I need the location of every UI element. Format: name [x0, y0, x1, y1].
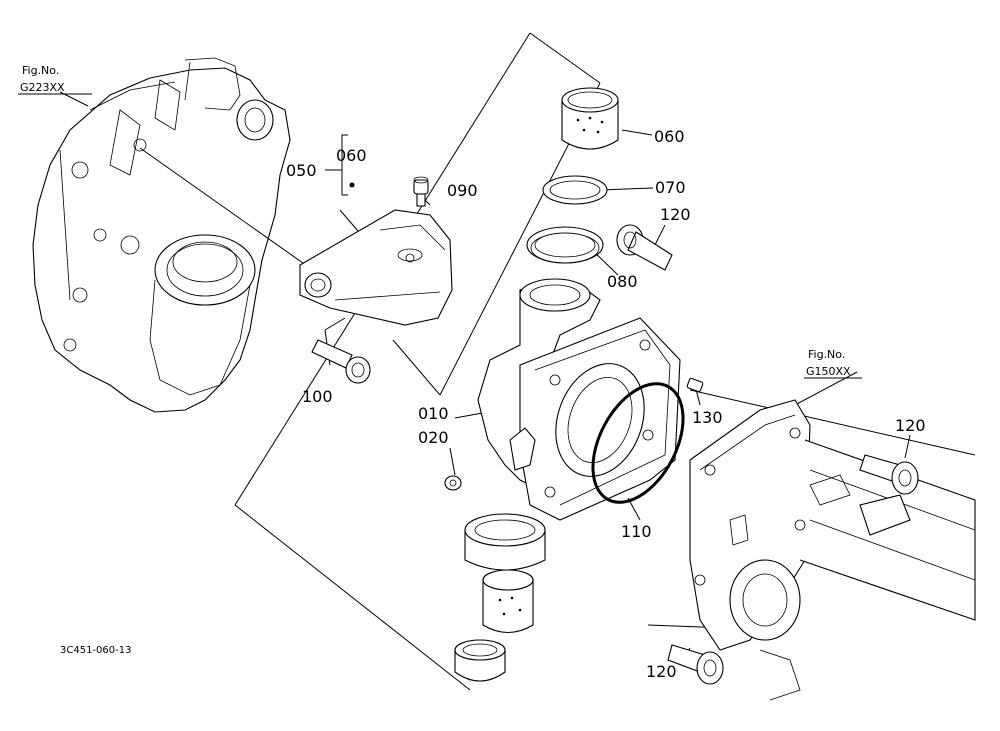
callout-120-bottom: 120	[646, 662, 677, 681]
fig-ref-right-number: G150XX	[806, 365, 851, 378]
bolt-120-top	[616, 224, 673, 271]
seal-080	[526, 226, 604, 264]
callout-130: 130	[692, 408, 723, 427]
callout-090: 090	[447, 181, 478, 200]
document-id: 3C451-060-13	[60, 645, 131, 656]
callout-060-bushing: 060	[654, 127, 685, 146]
lower-seal	[464, 513, 546, 571]
bracket-050-brace	[341, 134, 348, 196]
nut-020	[444, 475, 462, 491]
callout-020: 020	[418, 428, 449, 447]
axle-housing	[689, 399, 976, 701]
bracket-050	[299, 182, 453, 326]
callout-110: 110	[621, 522, 652, 541]
grease-nipple-090	[413, 176, 429, 207]
callout-080: 080	[607, 272, 638, 291]
bolt-100	[311, 339, 371, 384]
callout-050: 050	[286, 161, 317, 180]
callout-100: 100	[302, 387, 333, 406]
lower-ring	[454, 639, 506, 682]
fig-ref-left-number: G223XX	[20, 81, 65, 94]
knuckle-housing-010	[477, 278, 681, 521]
callout-060-subpart: 060	[336, 146, 367, 165]
fig-ref-left-label: Fig.No.	[22, 64, 59, 77]
callout-120-right: 120	[895, 416, 926, 435]
transmission-housing	[32, 57, 291, 413]
o-ring-110-highlight	[591, 382, 685, 504]
callout-010: 010	[418, 404, 449, 423]
bushing-060	[561, 87, 619, 150]
callout-070: 070	[655, 178, 686, 197]
callout-120-top: 120	[660, 205, 691, 224]
seal-070	[542, 175, 608, 205]
fig-ref-right-label: Fig.No.	[808, 348, 845, 361]
bolt-120-right	[859, 454, 919, 495]
lower-bushing	[482, 569, 534, 634]
pin-130	[686, 377, 704, 393]
bolt-120-bottom	[667, 644, 724, 685]
